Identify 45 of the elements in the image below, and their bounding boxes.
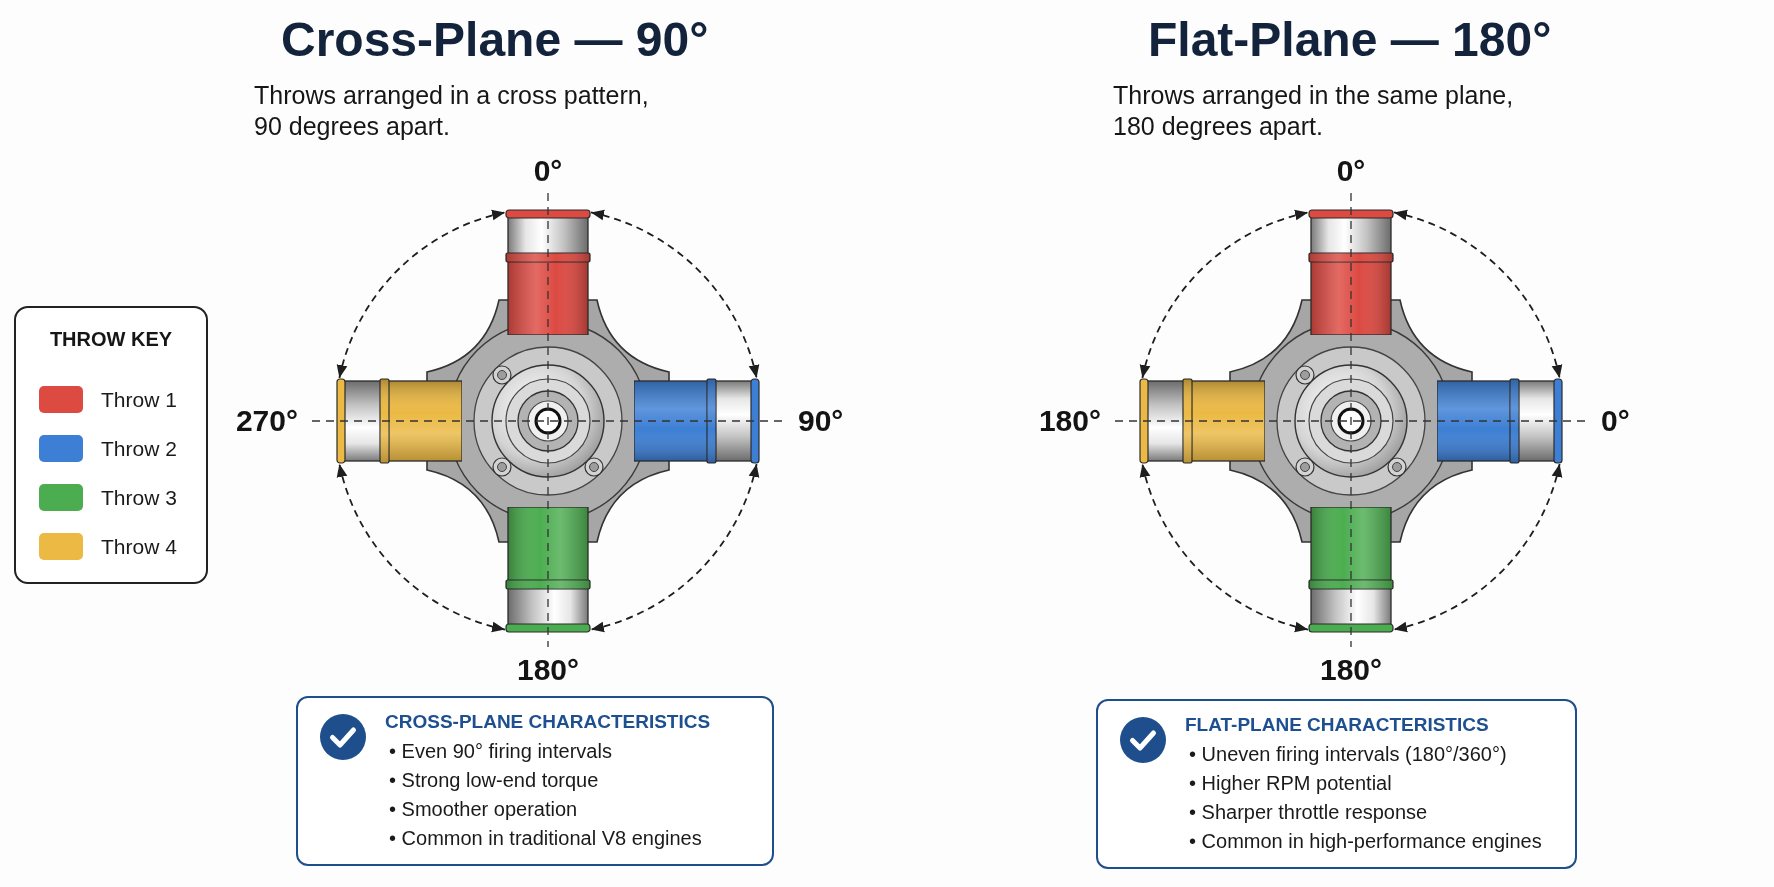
legend-label: Throw 3 bbox=[101, 485, 177, 511]
double-arrow bbox=[1140, 210, 1309, 379]
panel-heading: FLAT-PLANE CHARACTERISTICS bbox=[1185, 713, 1489, 737]
panel-heading: CROSS-PLANE CHARACTERISTICS bbox=[385, 710, 711, 734]
crank-pin bbox=[1437, 378, 1563, 464]
double-arrow bbox=[1140, 463, 1309, 632]
double-arrow bbox=[1393, 210, 1562, 379]
angle-label: 90° bbox=[798, 404, 844, 438]
panel-subtitle: Throws arranged in the same plane, 180 degrees apart. bbox=[1113, 80, 1515, 142]
panel-title: Flat-Plane — 180° bbox=[1148, 12, 1552, 68]
double-arrow bbox=[590, 210, 759, 379]
bullet-item: • Higher RPM potential bbox=[1189, 771, 1392, 796]
bullet-item: • Strong low-end torque bbox=[389, 768, 599, 793]
double-arrow bbox=[337, 210, 506, 379]
angle-label: 270° bbox=[235, 404, 298, 438]
panel-subtitle: Throws arranged in a cross pattern, 90 degrees apart. bbox=[254, 80, 650, 142]
bullet-item: • Sharper throttle response bbox=[1189, 800, 1428, 825]
crank-pin bbox=[634, 378, 760, 464]
legend-label: Throw 4 bbox=[101, 534, 177, 560]
angle-label: 180° bbox=[1319, 653, 1383, 687]
crank-pin bbox=[505, 507, 591, 633]
legend-title: THROW KEY bbox=[49, 327, 173, 352]
panel-title: Cross-Plane — 90° bbox=[281, 12, 709, 68]
legend-label: Throw 1 bbox=[101, 387, 177, 413]
crank-pin bbox=[1139, 378, 1265, 464]
angle-label: 180° bbox=[516, 653, 580, 687]
double-arrow bbox=[590, 463, 759, 632]
legend-label: Throw 2 bbox=[101, 436, 177, 462]
crank-pin bbox=[1308, 209, 1394, 335]
bullet-item: • Smoother operation bbox=[389, 797, 578, 822]
bullet-item: • Common in high-performance engines bbox=[1189, 829, 1542, 854]
bullet-item: • Uneven firing intervals (180°/360°) bbox=[1189, 742, 1507, 767]
double-arrow bbox=[337, 463, 506, 632]
double-arrow bbox=[1393, 463, 1562, 632]
characteristics-panel bbox=[1096, 699, 1577, 869]
angle-label: 0° bbox=[1601, 404, 1630, 438]
bullet-item: • Common in traditional V8 engines bbox=[389, 826, 702, 851]
characteristics-panel bbox=[296, 696, 774, 866]
crank-pin bbox=[505, 209, 591, 335]
angle-label: 0° bbox=[1336, 154, 1366, 188]
bullet-item: • Even 90° firing intervals bbox=[389, 739, 612, 764]
crank-pin bbox=[336, 378, 462, 464]
crank-pin bbox=[1308, 507, 1394, 633]
angle-label: 0° bbox=[533, 154, 563, 188]
angle-label: 180° bbox=[1038, 404, 1101, 438]
